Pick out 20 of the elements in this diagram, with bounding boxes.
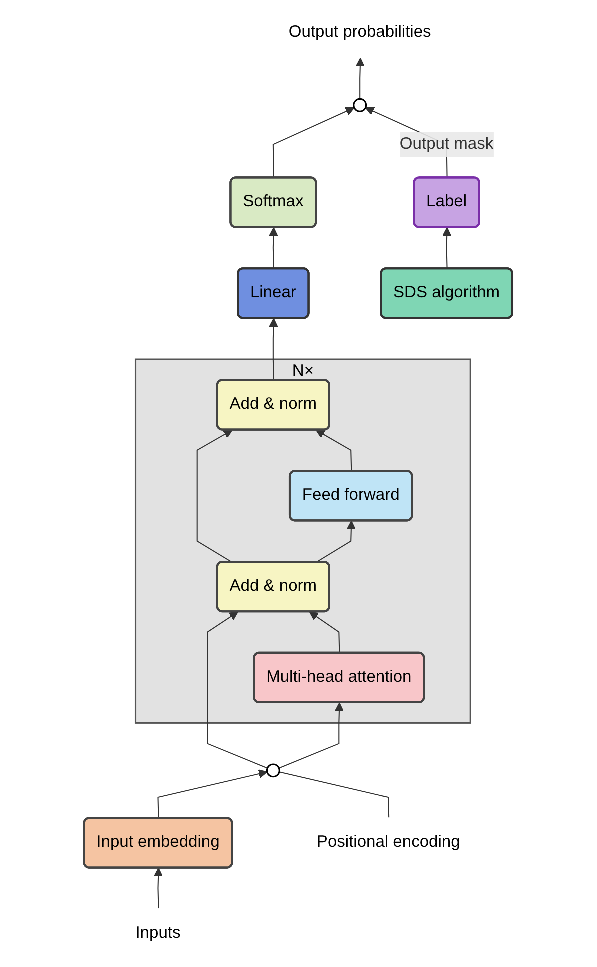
node-circle xyxy=(353,98,368,112)
arrow xyxy=(154,868,164,910)
edge-label: Output mask xyxy=(400,135,494,153)
arrow xyxy=(316,520,356,563)
arrow xyxy=(316,430,352,472)
node-circle xyxy=(266,764,281,778)
node-text: Inputs xyxy=(136,924,181,942)
node-text: Output probabilities xyxy=(289,24,432,42)
connector xyxy=(279,772,390,819)
arrow xyxy=(279,702,344,769)
arrow xyxy=(310,612,340,654)
arrow xyxy=(273,107,355,178)
arrow xyxy=(269,227,278,270)
arrow xyxy=(158,770,268,819)
arrow xyxy=(207,612,268,769)
arrow xyxy=(442,227,452,270)
node-text: Positional encoding xyxy=(317,834,460,852)
arrow xyxy=(196,430,233,563)
arrow xyxy=(269,318,278,381)
arrow xyxy=(356,58,366,100)
